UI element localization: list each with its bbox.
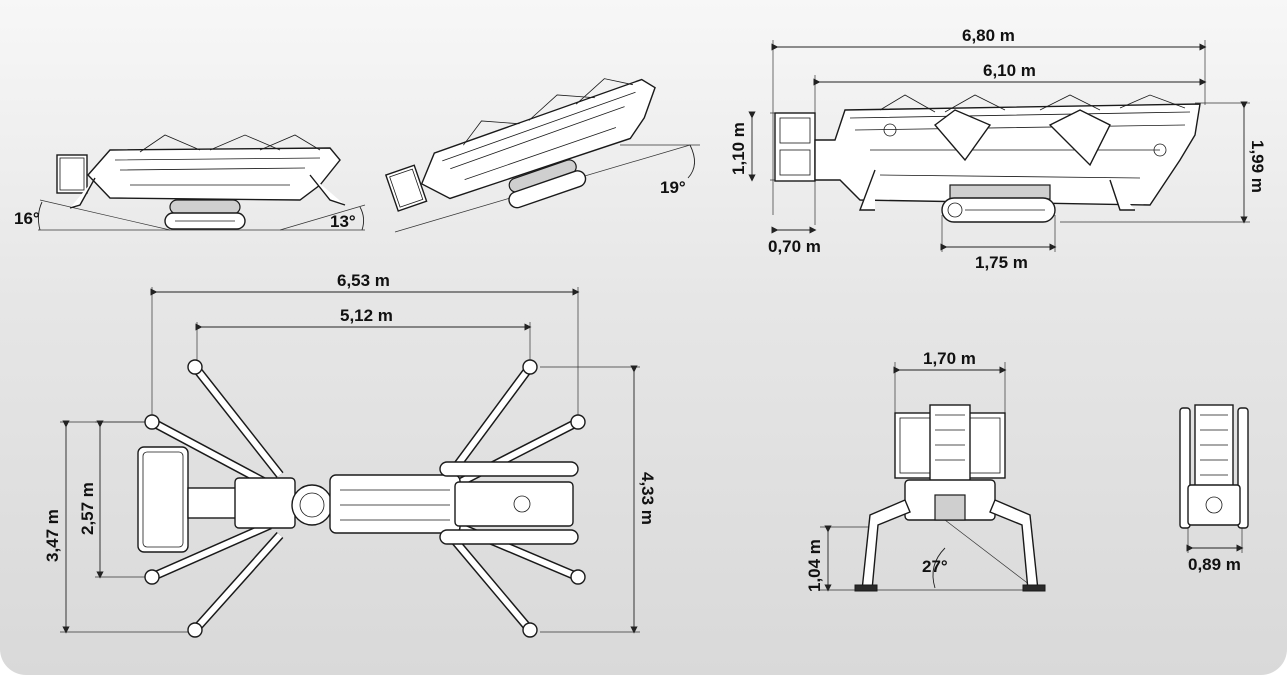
side-view	[748, 40, 1250, 252]
height-199-label: 1,99 m	[1248, 140, 1267, 193]
width-070-label: 0,70 m	[768, 237, 821, 256]
width-170-label: 1,70 m	[923, 349, 976, 368]
width-512-label: 5,12 m	[340, 306, 393, 325]
height-347-label: 3,47 m	[43, 509, 62, 562]
angle-27-label: 27°	[922, 557, 948, 576]
width-653-label: 6,53 m	[337, 271, 390, 290]
length-610-label: 6,10 m	[983, 61, 1036, 80]
height-257-label: 2,57 m	[78, 482, 97, 535]
angle-19-label: 19°	[660, 178, 686, 197]
width-175-label: 1,75 m	[975, 253, 1028, 272]
slope-view-left	[37, 134, 366, 231]
angle-13-label: 13°	[330, 212, 356, 231]
slope-view-right	[384, 78, 700, 233]
top-view	[60, 287, 640, 638]
front-view	[820, 362, 1046, 592]
height-110-label: 1,10 m	[729, 122, 748, 175]
length-680-label: 6,80 m	[962, 26, 1015, 45]
height-104-label: 1,04 m	[805, 539, 824, 592]
angle-16-label: 16°	[14, 209, 40, 228]
width-089-label: 0,89 m	[1188, 555, 1241, 574]
height-433-label: 4,33 m	[638, 472, 657, 525]
rear-view	[1179, 404, 1249, 553]
